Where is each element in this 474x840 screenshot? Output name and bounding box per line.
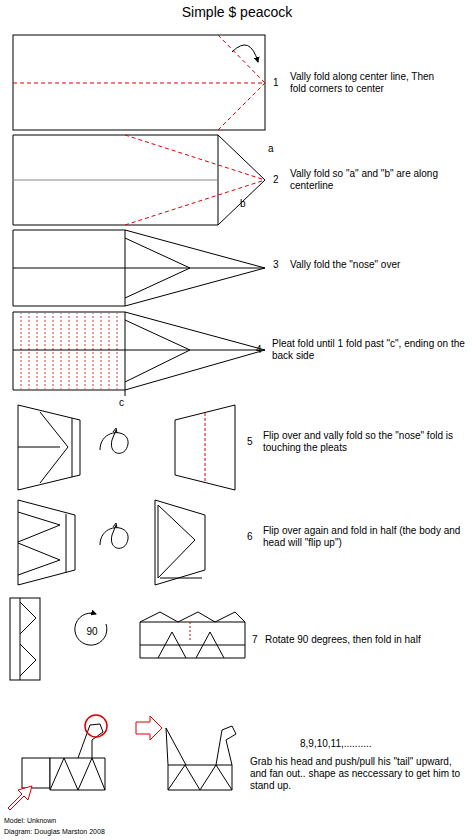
step-number: 3	[273, 259, 279, 271]
step-numbers: 8,9,10,11,..........	[300, 738, 465, 750]
corner-letter: a	[268, 143, 274, 155]
reference-letter: c	[119, 397, 124, 409]
step-number: 2	[273, 174, 279, 186]
step-instruction: Vally fold along center line, Then fold …	[290, 71, 450, 95]
step-number: 4	[256, 344, 262, 356]
credit-note: Diagram: Douglas Marston 2008	[4, 827, 204, 836]
step-instruction: Flip over and vally fold so the "nose" f…	[263, 430, 468, 454]
step-number: 1	[273, 77, 279, 89]
step-instruction: Pleat fold until 1 fold past "c", ending…	[272, 338, 467, 362]
step-number: 7	[252, 634, 258, 646]
step-number: 6	[247, 531, 253, 543]
step-instruction: Rotate 90 degrees, then fold in half	[265, 634, 470, 646]
diagram-title: Simple $ peacock	[0, 4, 474, 20]
step-number: 5	[247, 436, 253, 448]
step-instruction: Vally fold the "nose" over	[290, 259, 465, 271]
step-instruction: Grab his head and push/pull his "tail" u…	[250, 756, 468, 792]
corner-letter: b	[240, 198, 246, 210]
credit-note: Model: Unknown	[4, 816, 204, 825]
rotation-degrees: 90	[78, 626, 106, 638]
step-instruction: Vally fold so "a" and "b" are along cent…	[290, 168, 455, 192]
step-instruction: Flip over again and fold in half (the bo…	[263, 525, 468, 549]
